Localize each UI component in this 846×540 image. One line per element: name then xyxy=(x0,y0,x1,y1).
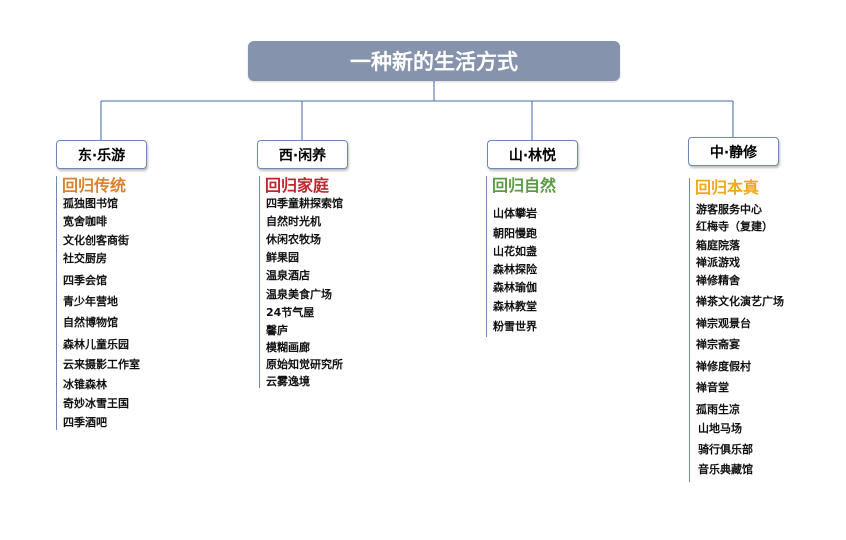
column-heading-mountain: 回归自然 xyxy=(492,176,557,195)
list-item: 禅派游戏 xyxy=(696,256,740,269)
column-heading-center: 回归本真 xyxy=(695,178,760,197)
list-item: 禅宗斋宴 xyxy=(696,338,740,351)
list-item: 骑行俱乐部 xyxy=(698,443,753,456)
list-item: 奇妙冰雪王国 xyxy=(63,397,129,410)
list-item: 禅茶文化演艺广场 xyxy=(696,295,784,308)
root-node-title: 一种新的生活方式 xyxy=(248,41,620,81)
list-item: 原始知觉研究所 xyxy=(266,358,343,371)
list-item: 森林教堂 xyxy=(493,300,537,313)
list-item: 休闲农牧场 xyxy=(266,233,321,246)
list-item: 自然博物馆 xyxy=(63,316,118,329)
list-item: 朝阳慢跑 xyxy=(493,227,537,240)
list-item: 山体攀岩 xyxy=(493,207,537,220)
list-item: 馨庐 xyxy=(266,324,288,337)
list-item: 禅修精舍 xyxy=(696,274,740,287)
list-item: 社交厨房 xyxy=(63,252,107,265)
list-item: 森林瑜伽 xyxy=(493,281,537,294)
list-item: 音乐典藏馆 xyxy=(698,463,753,476)
list-item: 四季童耕探索馆 xyxy=(266,197,343,210)
list-item: 游客服务中心 xyxy=(696,203,762,216)
list-item: 文化创客商街 xyxy=(63,234,129,247)
column-heading-west: 回归家庭 xyxy=(265,176,330,195)
column-west: 回归家庭 四季童耕探索馆 自然时光机 休闲农牧场 鲜果园 温泉酒店 温泉美食广场… xyxy=(259,176,399,388)
list-item: 禅宗观景台 xyxy=(696,317,751,330)
column-mountain: 回归自然 山体攀岩 朝阳慢跑 山花如盏 森林探险 森林瑜伽 森林教堂 粉雪世界 xyxy=(486,176,606,337)
column-heading-east: 回归传统 xyxy=(62,176,127,195)
branch-node-east: 东·乐游 xyxy=(56,140,147,169)
list-item: 山地马场 xyxy=(698,422,742,435)
list-item: 四季会馆 xyxy=(63,274,107,287)
branch-node-west: 西·闲养 xyxy=(257,140,348,169)
list-item: 自然时光机 xyxy=(266,215,321,228)
list-item: 鲜果园 xyxy=(266,251,299,264)
list-item: 四季酒吧 xyxy=(63,416,107,429)
branch-node-mountain: 山·林悦 xyxy=(487,140,578,169)
list-item: 青少年营地 xyxy=(63,295,118,308)
list-item: 红梅寺（复建） xyxy=(696,220,773,233)
list-item: 温泉酒店 xyxy=(266,269,310,282)
list-item: 孤雨生凉 xyxy=(696,403,740,416)
column-center: 回归本真 游客服务中心 红梅寺（复建） 箱庭院落 禅派游戏 禅修精舍 禅茶文化演… xyxy=(689,178,829,482)
list-item: 森林探险 xyxy=(493,263,537,276)
list-item: 森林儿童乐园 xyxy=(63,338,129,351)
list-item: 禅修度假村 xyxy=(696,360,751,373)
list-item: 模糊画廊 xyxy=(266,341,310,354)
list-item: 冰锥森林 xyxy=(63,378,107,391)
list-item: 粉雪世界 xyxy=(493,320,537,333)
list-item: 云来摄影工作室 xyxy=(63,358,140,371)
list-item: 山花如盏 xyxy=(493,245,537,258)
list-item: 24节气屋 xyxy=(266,306,315,319)
column-east: 回归传统 孤独图书馆 宽舍咖啡 文化创客商街 社交厨房 四季会馆 青少年营地 自… xyxy=(56,176,196,430)
list-item: 箱庭院落 xyxy=(696,239,740,252)
branch-node-center: 中·静修 xyxy=(688,137,779,166)
list-item: 温泉美食广场 xyxy=(266,288,332,301)
list-item: 禅音堂 xyxy=(696,381,729,394)
list-item: 宽舍咖啡 xyxy=(63,215,107,228)
list-item: 云雾逸境 xyxy=(266,375,310,388)
list-item: 孤独图书馆 xyxy=(63,197,118,210)
